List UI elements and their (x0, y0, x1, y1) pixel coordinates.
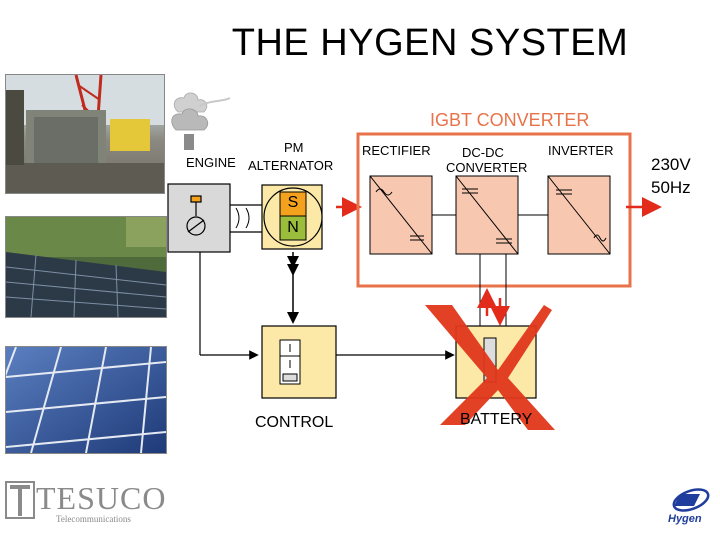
rectifier-label: RECTIFIER (362, 143, 431, 158)
control-unit-icon (279, 339, 301, 385)
rectifier-block (369, 175, 433, 255)
battery-label: BATTERY (460, 411, 533, 428)
dcdc-label-line2: CONVERTER (446, 160, 528, 175)
igbt-converter-label: IGBT CONVERTER (430, 110, 590, 130)
frequency-label: 50Hz (651, 178, 691, 197)
battery-removed-x-icon (425, 305, 555, 430)
alternator-rotor (261, 184, 323, 250)
tesuco-logo-subtitle: Telecommunications (56, 514, 131, 524)
photo-solar-panel-closeup (5, 346, 167, 454)
photo-solar-array-field (5, 216, 167, 318)
engine-label: ENGINE (186, 155, 236, 170)
page-title: THE HYGEN SYSTEM (231, 22, 629, 64)
tesuco-logo-text: TESUCO (36, 480, 167, 516)
spark-plug-icon (186, 195, 206, 236)
control-label: CONTROL (255, 414, 334, 431)
photo-generator-site (5, 74, 165, 194)
igbt-converter-frame (356, 132, 632, 288)
dcdc-converter-block (455, 175, 519, 255)
inverter-block (547, 175, 611, 255)
tesuco-mark-icon (5, 481, 35, 519)
hygen-logo-icon (672, 488, 710, 512)
hygen-logo-text: Hygen (668, 513, 702, 525)
exhaust-smoke-icon (171, 92, 231, 150)
alternator-label: ALTERNATOR (248, 158, 334, 173)
dcdc-label-line1: DC-DC (462, 145, 504, 160)
pm-label: PM (284, 140, 304, 155)
voltage-label: 230V (651, 155, 691, 174)
pole-s-label: S (287, 194, 299, 211)
pole-n-label: N (287, 219, 299, 236)
inverter-label: INVERTER (548, 143, 614, 158)
